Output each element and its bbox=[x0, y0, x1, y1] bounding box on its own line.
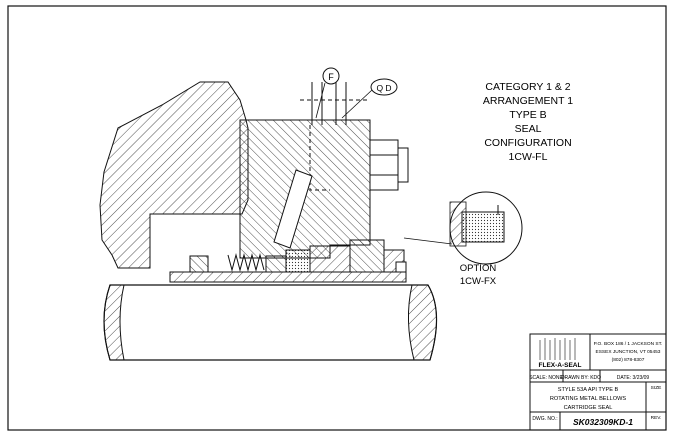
sheet-border bbox=[7, 5, 667, 431]
company-logo: FLEX-A-SEAL bbox=[539, 362, 582, 369]
balloon-qd: Q D bbox=[341, 78, 398, 119]
title-line-4: SEAL bbox=[515, 123, 542, 135]
port-lines bbox=[300, 82, 370, 191]
svg-text:Q D: Q D bbox=[376, 83, 391, 93]
address-line-2: ESSEX JUNCTION, VT 05453 bbox=[596, 349, 661, 355]
description-line-2: ROTATING METAL BELLOWS bbox=[550, 396, 627, 402]
option-line-1: OPTION bbox=[460, 263, 497, 274]
gland-slant bbox=[273, 169, 313, 249]
description-line-3: CARTRIDGE SEAL bbox=[564, 405, 613, 411]
configuration-title: CATEGORY 1 & 2 ARRANGEMENT 1 TYPE B SEAL… bbox=[483, 81, 573, 163]
gland-bolt bbox=[369, 139, 409, 191]
dwg-label: DWG. NO.: bbox=[532, 416, 557, 422]
option-line-2: 1CW-FX bbox=[460, 276, 497, 287]
housing-body bbox=[99, 81, 249, 269]
date-cell: DATE: 3/23/09 bbox=[617, 375, 650, 381]
shaft bbox=[103, 284, 438, 361]
title-line-5: CONFIGURATION bbox=[484, 137, 571, 149]
balloon-f: F bbox=[315, 67, 340, 119]
rev-cell: REV. bbox=[651, 415, 662, 421]
title-line-3: TYPE B bbox=[509, 109, 546, 121]
seal-faces bbox=[189, 239, 407, 273]
shaft-sleeve bbox=[169, 271, 407, 283]
option-detail bbox=[403, 191, 523, 265]
shaft-end-hatch bbox=[407, 284, 438, 361]
size-cell: SIZE bbox=[651, 385, 662, 391]
shaft-start-hatch bbox=[103, 284, 125, 361]
bellows-spring bbox=[227, 253, 265, 272]
title-line-1: CATEGORY 1 & 2 bbox=[485, 81, 570, 93]
svg-text:F: F bbox=[328, 72, 334, 82]
address-line-3: (802) 878-8307 bbox=[612, 357, 645, 363]
description-line-1: STYLE 53A API TYPE B bbox=[558, 387, 619, 393]
title-block bbox=[529, 333, 667, 431]
scale-cell: SCALE: NONE bbox=[529, 375, 563, 381]
drawn-by-cell: DRAWN BY: KDO bbox=[561, 375, 601, 381]
company-logo-mark bbox=[539, 338, 576, 360]
dwg-number: SK032309KD-1 bbox=[573, 417, 633, 427]
address-line-1: P.O. BOX 186 / 1 JACKSON ST. bbox=[594, 341, 663, 347]
title-line-2: ARRANGEMENT 1 bbox=[483, 95, 573, 107]
title-line-6: 1CW-FL bbox=[509, 151, 548, 163]
